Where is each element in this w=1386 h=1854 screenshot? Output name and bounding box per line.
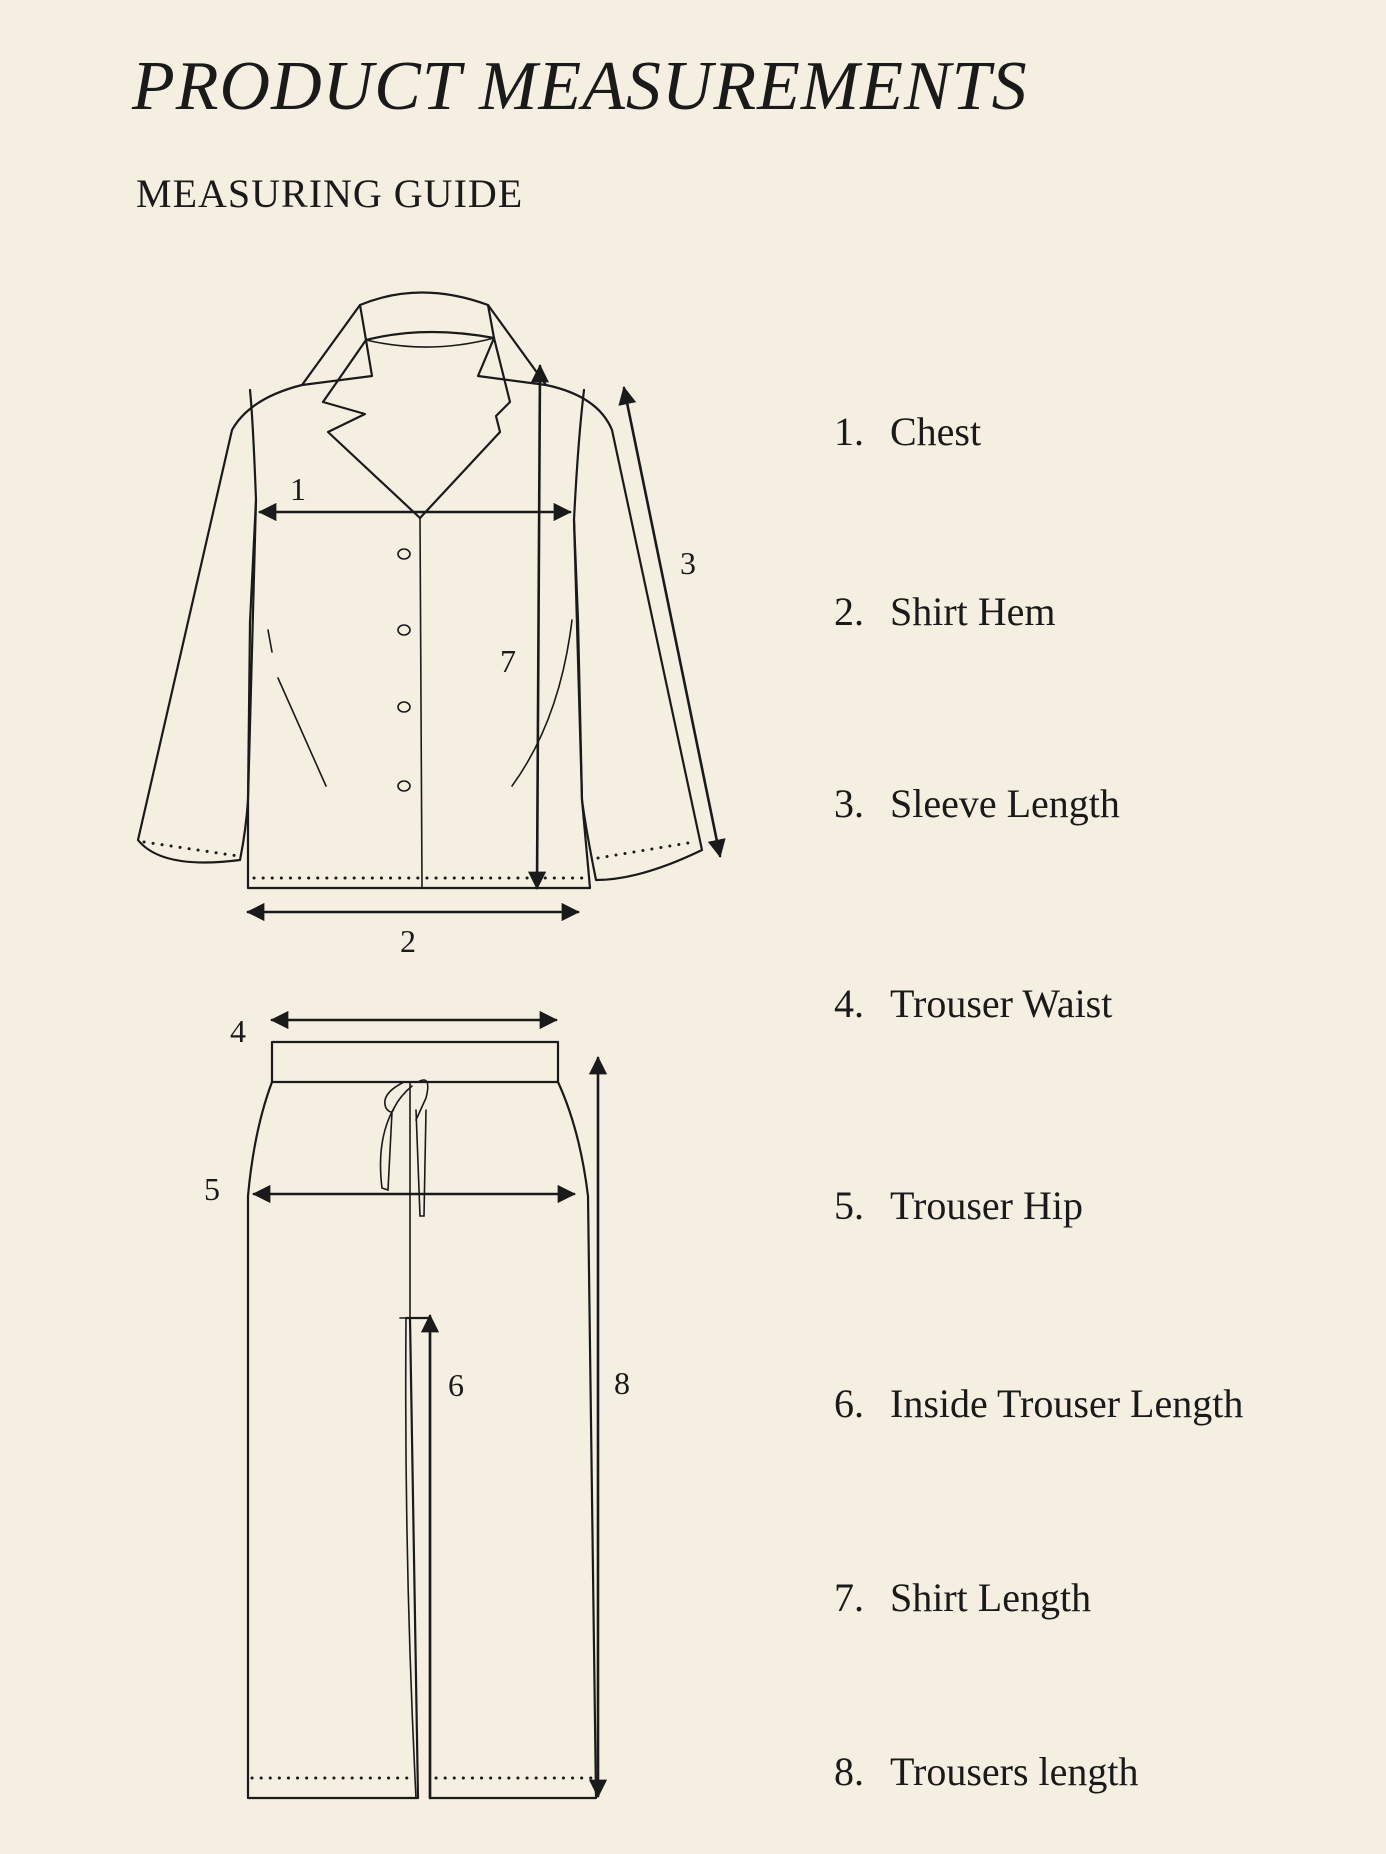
shirt-button	[397, 548, 411, 560]
shirt-button	[397, 780, 411, 792]
legend-item-shirt-length: 7. Shirt Length	[834, 1578, 1091, 1618]
legend-item-trouser-waist: 4. Trouser Waist	[834, 984, 1112, 1024]
trousers-inner-leg	[404, 1317, 417, 1799]
legend-item-number: 4.	[834, 981, 864, 1026]
legend-item-number: 6.	[834, 1381, 864, 1426]
sleeve-length-arrow	[618, 386, 726, 858]
trousers-drawstring	[379, 1079, 429, 1217]
legend-item-label: Inside Trouser Length	[890, 1381, 1244, 1426]
legend-item-label: Trousers length	[890, 1749, 1139, 1794]
shirt-illustration	[136, 291, 704, 890]
shirt-sleeve-left	[136, 383, 304, 864]
trousers-waistband	[270, 1040, 560, 1084]
shirt-collar-stand	[358, 291, 496, 342]
legend-item-number: 3.	[834, 781, 864, 826]
legend-item-sleeve-length: 3. Sleeve Length	[834, 784, 1120, 824]
shirt-cuff-right-stitch	[596, 840, 696, 860]
legend-item-number: 1.	[834, 409, 864, 454]
shirt-body	[246, 498, 592, 890]
inside-trouser-length-marker: 6	[448, 1367, 464, 1403]
shirt-length-marker: 7	[500, 643, 516, 679]
legend-item-shirt-hem: 2. Shirt Hem	[834, 592, 1056, 632]
legend-item-label: Trouser Hip	[890, 1183, 1083, 1228]
trouser-hip-marker: 5	[204, 1171, 220, 1207]
shirt-lapel-left	[321, 338, 422, 520]
legend-item-label: Sleeve Length	[890, 781, 1120, 826]
legend-item-label: Chest	[890, 409, 982, 454]
legend-item-label: Trouser Waist	[890, 981, 1113, 1026]
legend-item-inside-trouser-length: 6. Inside Trouser Length	[834, 1384, 1243, 1424]
shirt-button	[397, 624, 411, 636]
trousers-illustration	[246, 1040, 598, 1800]
shirt-fold-left	[277, 677, 327, 787]
shirt-collar-right	[476, 303, 548, 387]
shirt-fold-right	[511, 619, 573, 787]
shirt-fold-left	[267, 629, 273, 653]
legend-item-trouser-hip: 5. Trouser Hip	[834, 1186, 1083, 1226]
trousers-length-marker: 8	[614, 1365, 630, 1401]
legend-item-label: Shirt Hem	[890, 589, 1056, 634]
legend-item-number: 2.	[834, 589, 864, 634]
legend-item-number: 8.	[834, 1749, 864, 1794]
trousers-legs	[246, 1080, 598, 1800]
shirt-lapel-right	[418, 336, 512, 520]
page-title: PRODUCT MEASUREMENTS	[132, 48, 1028, 125]
legend-item-chest: 1. Chest	[834, 412, 981, 452]
legend-item-number: 7.	[834, 1575, 864, 1620]
shirt-hem-marker: 2	[400, 923, 416, 959]
shirt-sleeve-right	[544, 383, 704, 882]
page-subtitle: MEASURING GUIDE	[136, 171, 524, 216]
shirt-placket	[419, 517, 423, 889]
chest-marker: 1	[290, 471, 306, 507]
shirt-length-arrow	[527, 364, 550, 890]
shirt-button	[397, 701, 411, 713]
legend-item-number: 5.	[834, 1183, 864, 1228]
shirt-neck-inner	[365, 337, 495, 348]
legend-item-trousers-length: 8. Trousers length	[834, 1752, 1139, 1792]
sleeve-length-marker: 3	[680, 545, 696, 581]
trouser-waist-marker: 4	[230, 1013, 246, 1049]
legend-item-label: Shirt Length	[890, 1575, 1092, 1620]
